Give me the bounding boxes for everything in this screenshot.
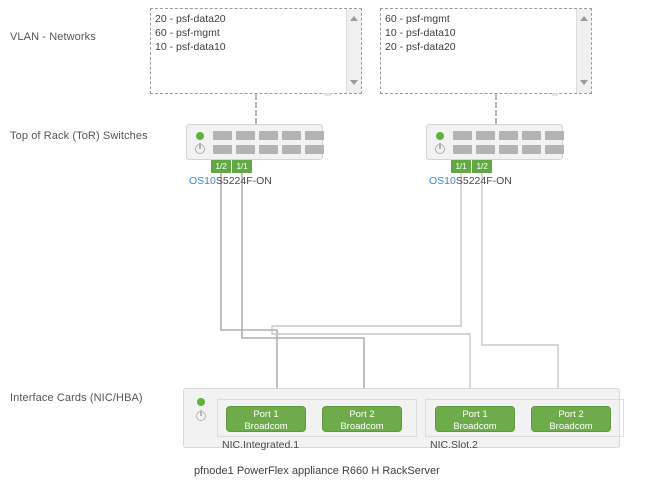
switch-port-tab-left-b[interactable]: 1/1 [232,160,252,173]
vertical-scrollbar-right[interactable] [576,9,591,93]
status-led-green-icon [436,132,444,140]
switch-model-label: S5224F-ON [455,175,512,187]
vlan-list-item: 20 - psf-data20 [385,41,456,53]
vlan-networks-box-right[interactable]: 60 - psf-mgmt 10 - psf-data10 20 - psf-d… [380,8,592,94]
nic-port-slot-2-port-1[interactable]: Port 1 Broadcom [435,406,515,432]
vlan-list-item: 20 - psf-data20 [155,13,226,25]
rack-server-chassis[interactable]: Port 1 Broadcom Port 2 Broadcom Port 1 B… [183,388,624,451]
nic-port-vendor: Broadcom [340,420,384,432]
vlan-list-item: 60 - psf-mgmt [385,13,450,25]
vlan-list-item: 60 - psf-mgmt [155,27,220,39]
nic-port-integrated-1-port-1[interactable]: Port 1 Broadcom [226,406,306,432]
row-label-nic: Interface Cards (NIC/HBA) [10,392,143,404]
tor-switch-right[interactable] [426,124,564,160]
power-icon [195,143,205,154]
vlan-list-item: 10 - psf-data10 [155,41,226,53]
vertical-scrollbar-left[interactable] [346,9,361,93]
nic-port-vendor: Broadcom [453,420,497,432]
nic-group-label-slot-2: NIC.Slot.2 [430,439,478,451]
vlan-list-right: 60 - psf-mgmt 10 - psf-data10 20 - psf-d… [385,12,573,91]
switch-port-tab-right-a[interactable]: 1/1 [451,160,471,173]
switch-caption-right: OS10S5224F-ON [429,175,512,187]
nic-port-name: Port 2 [558,409,584,420]
nic-port-name: Port 1 [462,409,488,420]
nic-group-integrated-1: Port 1 Broadcom Port 2 Broadcom [217,399,417,437]
status-led-green-icon [197,398,205,406]
horizontal-scroll-nub-right[interactable] [552,93,558,96]
power-icon [435,143,445,154]
nic-port-slot-2-port-2[interactable]: Port 2 Broadcom [531,406,611,432]
nic-group-slot-2: Port 1 Broadcom Port 2 Broadcom [425,399,624,437]
switch-model-label: S5224F-ON [215,175,272,187]
nic-port-name: Port 2 [349,409,375,420]
row-label-vlan: VLAN - Networks [10,31,96,43]
switch-caption-left: OS10S5224F-ON [189,175,272,187]
scroll-down-arrow-icon[interactable] [347,75,361,89]
vlan-list-item: 10 - psf-data10 [385,27,456,39]
switch-os-link[interactable]: OS10 [429,175,456,187]
switch-port-array [213,131,324,154]
switch-port-array [453,131,564,154]
status-led-green-icon [196,132,204,140]
nic-port-vendor: Broadcom [549,420,593,432]
vlan-to-switch-connector-right [495,94,497,124]
row-label-tor: Top of Rack (ToR) Switches [10,130,148,142]
scroll-up-arrow-icon[interactable] [577,11,591,25]
switch-port-tab-right-b[interactable]: 1/2 [472,160,492,173]
scroll-up-arrow-icon[interactable] [347,11,361,25]
switch-os-link[interactable]: OS10 [189,175,216,187]
scroll-down-arrow-icon[interactable] [577,75,591,89]
tor-switch-left[interactable] [186,124,324,160]
horizontal-scroll-nub-left[interactable] [325,93,331,96]
vlan-networks-box-left[interactable]: 20 - psf-data20 60 - psf-mgmt 10 - psf-d… [150,8,362,94]
power-icon [196,410,206,421]
nic-port-name: Port 1 [253,409,279,420]
nic-port-vendor: Broadcom [244,420,288,432]
nic-port-integrated-1-port-2[interactable]: Port 2 Broadcom [322,406,402,432]
vlan-to-switch-connector-left [255,94,257,124]
switch-port-tab-left-a[interactable]: 1/2 [211,160,231,173]
server-caption: pfnode1 PowerFlex appliance R660 H RackS… [194,465,440,477]
vlan-list-left: 20 - psf-data20 60 - psf-mgmt 10 - psf-d… [155,12,343,91]
nic-group-label-integrated-1: NIC.Integrated.1 [222,439,300,451]
